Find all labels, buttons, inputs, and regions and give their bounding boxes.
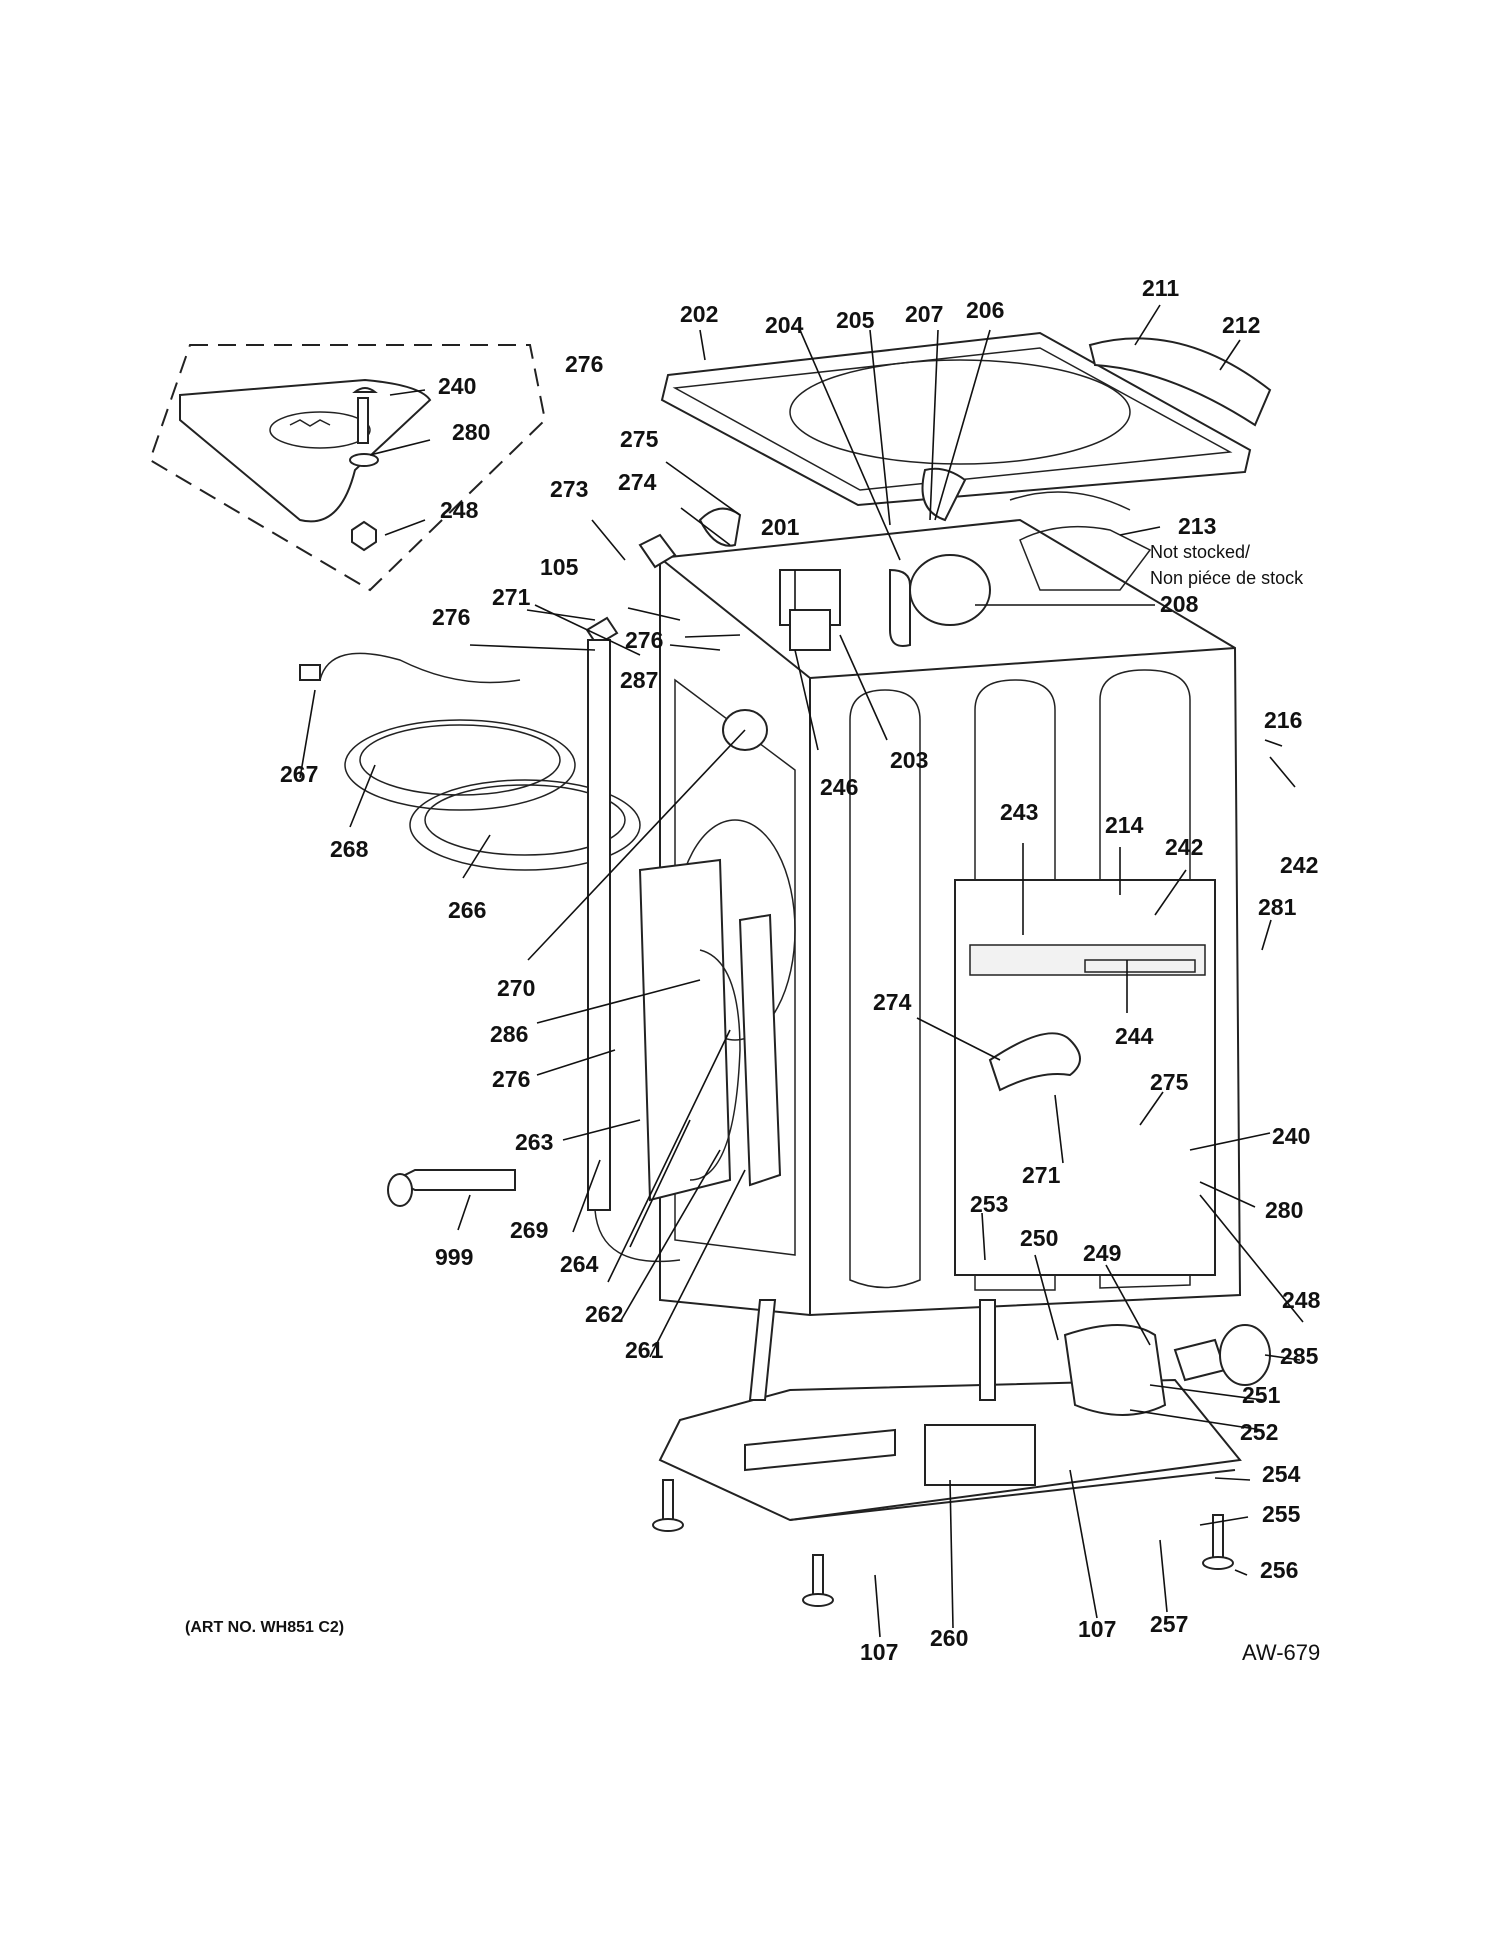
callout-205: 205 bbox=[836, 307, 875, 333]
callout-270: 270 bbox=[497, 975, 535, 1001]
callout-107-left: 107 bbox=[860, 1639, 898, 1665]
callout-275-top: 275 bbox=[620, 426, 659, 452]
callout-243: 243 bbox=[1000, 799, 1038, 825]
callout-248-right: 248 bbox=[1282, 1287, 1321, 1313]
callout-285: 285 bbox=[1280, 1343, 1319, 1369]
cabinet-body bbox=[659, 518, 1242, 1317]
callout-numbers: 202 204 205 207 206 211 212 276 240 280 … bbox=[280, 275, 1321, 1665]
base-assembly bbox=[652, 1299, 1271, 1607]
callout-273: 273 bbox=[550, 476, 588, 502]
top-components bbox=[638, 467, 1152, 651]
inset-detail bbox=[148, 344, 547, 592]
callout-212: 212 bbox=[1222, 312, 1260, 338]
callout-255: 255 bbox=[1262, 1501, 1301, 1527]
diagram-code: AW-679 bbox=[1242, 1640, 1320, 1665]
callout-107-right: 107 bbox=[1078, 1616, 1116, 1642]
callout-242-mid: 242 bbox=[1165, 834, 1203, 860]
cover-trim bbox=[1088, 337, 1272, 427]
callout-260: 260 bbox=[930, 1625, 968, 1651]
callout-268: 268 bbox=[330, 836, 369, 862]
callout-240-inset: 240 bbox=[438, 373, 476, 399]
callout-280-inset: 280 bbox=[452, 419, 490, 445]
callout-276-low: 276 bbox=[492, 1066, 530, 1092]
callout-208: 208 bbox=[1160, 591, 1199, 617]
callout-269: 269 bbox=[510, 1217, 548, 1243]
callout-244: 244 bbox=[1115, 1023, 1154, 1049]
callout-204: 204 bbox=[765, 312, 804, 338]
callout-216: 216 bbox=[1264, 707, 1302, 733]
callout-287: 287 bbox=[620, 667, 658, 693]
callout-271-mid: 271 bbox=[1022, 1162, 1061, 1188]
callout-276-mid: 276 bbox=[625, 627, 663, 653]
callout-254: 254 bbox=[1262, 1461, 1301, 1487]
callout-240-right: 240 bbox=[1272, 1123, 1310, 1149]
top-cover bbox=[660, 331, 1252, 507]
callout-213: 213 bbox=[1178, 513, 1216, 539]
callout-105: 105 bbox=[540, 554, 579, 580]
callout-207: 207 bbox=[905, 301, 943, 327]
left-hoses bbox=[299, 616, 681, 1263]
art-number: (ART NO. WH851 C2) bbox=[185, 1619, 344, 1636]
callout-256: 256 bbox=[1260, 1557, 1298, 1583]
callout-201: 201 bbox=[761, 514, 800, 540]
door-assembly bbox=[638, 709, 782, 1202]
callout-275-mid: 275 bbox=[1150, 1069, 1189, 1095]
callout-248-inset: 248 bbox=[440, 497, 479, 523]
callout-253: 253 bbox=[970, 1191, 1008, 1217]
callout-263: 263 bbox=[515, 1129, 553, 1155]
callout-266: 266 bbox=[448, 897, 486, 923]
callout-264: 264 bbox=[560, 1251, 599, 1277]
callout-257: 257 bbox=[1150, 1611, 1188, 1637]
callout-246: 246 bbox=[820, 774, 858, 800]
callout-281: 281 bbox=[1258, 894, 1297, 920]
callout-286: 286 bbox=[490, 1021, 528, 1047]
callout-249: 249 bbox=[1083, 1240, 1121, 1266]
callout-211: 211 bbox=[1142, 275, 1179, 301]
callout-267: 267 bbox=[280, 761, 318, 787]
callout-251: 251 bbox=[1242, 1382, 1281, 1408]
callout-271-top: 271 bbox=[492, 584, 531, 610]
callout-999: 999 bbox=[435, 1244, 473, 1270]
callout-203: 203 bbox=[890, 747, 928, 773]
callout-274-mid: 274 bbox=[873, 989, 912, 1015]
callout-250: 250 bbox=[1020, 1225, 1058, 1251]
callout-274-top: 274 bbox=[618, 469, 657, 495]
callout-276-left: 276 bbox=[432, 604, 470, 630]
leader-lines bbox=[299, 304, 1304, 1638]
callout-214: 214 bbox=[1105, 812, 1144, 838]
callout-206: 206 bbox=[966, 297, 1004, 323]
callout-252: 252 bbox=[1240, 1419, 1278, 1445]
callout-202: 202 bbox=[680, 301, 718, 327]
not-stocked-note-line2: Non piéce de stock bbox=[1150, 568, 1304, 588]
not-stocked-note-line1: Not stocked/ bbox=[1150, 542, 1250, 562]
callout-242-right: 242 bbox=[1280, 852, 1318, 878]
callout-280-right: 280 bbox=[1265, 1197, 1303, 1223]
callout-261: 261 bbox=[625, 1337, 664, 1363]
callout-276-top: 276 bbox=[565, 351, 603, 377]
callout-262: 262 bbox=[585, 1301, 623, 1327]
shipping-bolt bbox=[387, 1169, 516, 1207]
